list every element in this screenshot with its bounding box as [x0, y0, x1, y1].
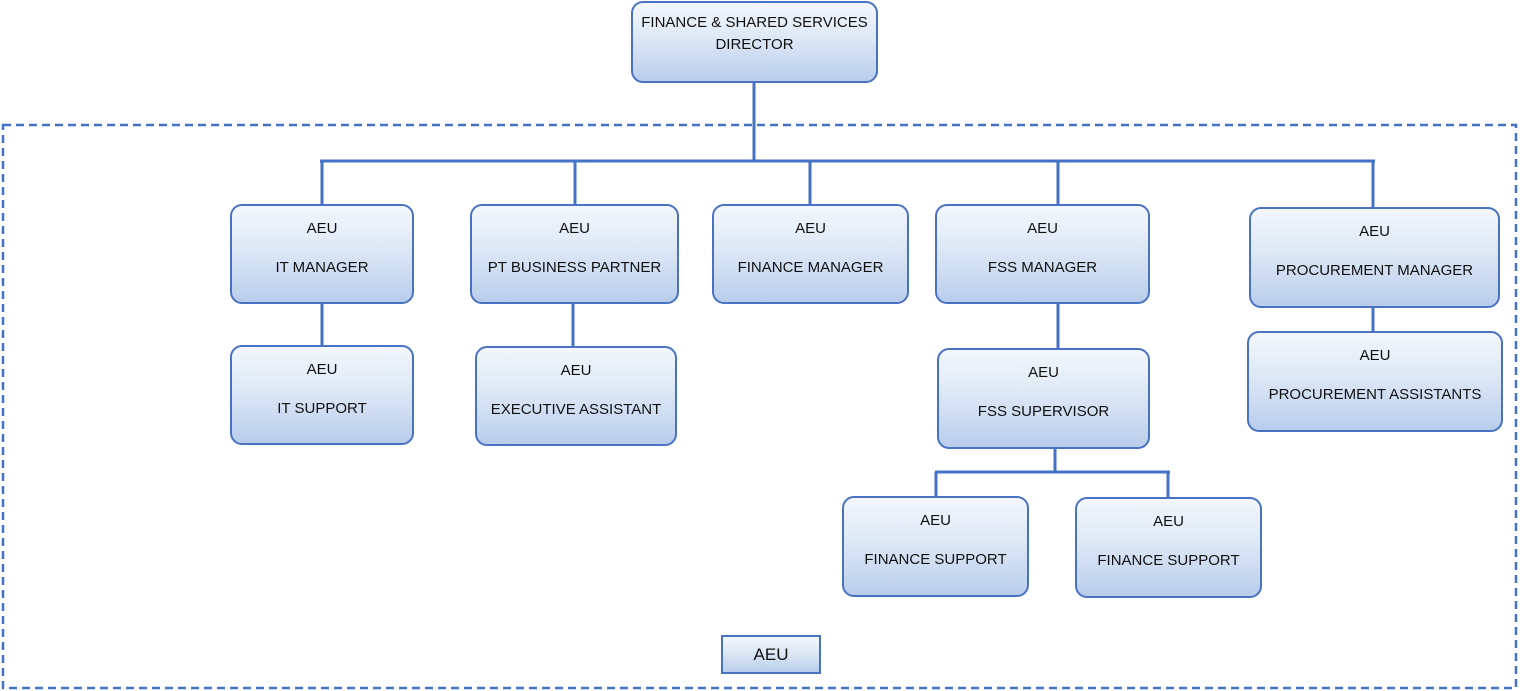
- director-box: FINANCE & SHARED SERVICES DIRECTOR: [631, 1, 878, 83]
- unit-label: AEU: [1359, 347, 1391, 364]
- unit-label: AEU: [306, 220, 338, 237]
- unit-label: AEU: [559, 220, 590, 237]
- finance-manager-box: AEU FINANCE MANAGER: [712, 204, 909, 304]
- procurement-manager-box: AEU PROCUREMENT MANAGER: [1249, 207, 1500, 308]
- unit-label: AEU: [1359, 223, 1390, 240]
- it-manager-box: AEU IT MANAGER: [230, 204, 414, 304]
- aeu-legend-box: AEU: [721, 635, 821, 674]
- unit-label: AEU: [920, 512, 951, 529]
- aeu-boundary: [1, 123, 1518, 690]
- unit-label: AEU: [1153, 513, 1184, 530]
- finance-support-box-2: AEU FINANCE SUPPORT: [1075, 497, 1262, 598]
- fss-supervisor-box: AEU FSS SUPERVISOR: [937, 348, 1150, 449]
- role-label: PT BUSINESS PARTNER: [487, 259, 662, 276]
- role-label: FINANCE SUPPORT: [864, 551, 1007, 568]
- role-label: PROCUREMENT ASSISTANTS: [1268, 386, 1482, 403]
- unit-label: AEU: [1028, 364, 1059, 381]
- role-label: IT SUPPORT: [277, 400, 367, 417]
- pt-business-partner-box: AEU PT BUSINESS PARTNER: [470, 204, 679, 304]
- role-label: IT MANAGER: [275, 259, 369, 276]
- role-label: FINANCE MANAGER: [737, 259, 884, 276]
- finance-support-box-1: AEU FINANCE SUPPORT: [842, 496, 1029, 597]
- director-title-line-2: DIRECTOR: [715, 36, 794, 53]
- unit-label: AEU: [795, 220, 826, 237]
- role-label: PROCUREMENT MANAGER: [1275, 262, 1474, 279]
- unit-label: AEU: [560, 362, 592, 379]
- executive-assistant-box: AEU EXECUTIVE ASSISTANT: [475, 346, 677, 446]
- role-label: FINANCE SUPPORT: [1097, 552, 1240, 569]
- role-label: FSS SUPERVISOR: [977, 403, 1110, 420]
- procurement-assistants-box: AEU PROCUREMENT ASSISTANTS: [1247, 331, 1503, 432]
- unit-label: AEU: [306, 361, 338, 378]
- unit-label: AEU: [1027, 220, 1058, 237]
- fss-manager-box: AEU FSS MANAGER: [935, 204, 1150, 304]
- director-title-line-1: FINANCE & SHARED SERVICES: [641, 14, 868, 31]
- role-label: FSS MANAGER: [987, 259, 1098, 276]
- role-label: EXECUTIVE ASSISTANT: [490, 401, 662, 418]
- it-support-box: AEU IT SUPPORT: [230, 345, 414, 445]
